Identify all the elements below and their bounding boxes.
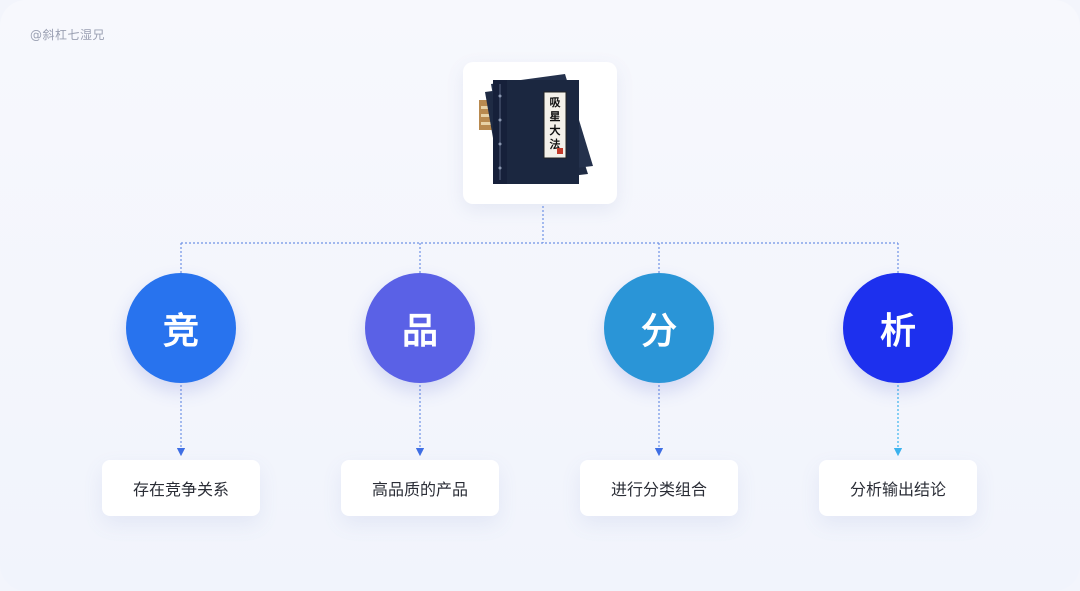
book-title-char: 法 — [550, 137, 561, 151]
node-label-4: 分析输出结论 — [819, 460, 977, 516]
node-circle-3: 分 — [604, 273, 714, 383]
node-circle-4: 析 — [843, 273, 953, 383]
book-title-char: 星 — [550, 110, 561, 123]
node-label-3: 进行分类组合 — [580, 460, 738, 516]
book-title-char: 吸 — [550, 96, 562, 109]
node-circle-2: 品 — [365, 273, 475, 383]
node-label-2: 高品质的产品 — [341, 460, 499, 516]
node-label-1: 存在竞争关系 — [102, 460, 260, 516]
node-circle-1: 竞 — [126, 273, 236, 383]
book-image-card: 吸星大法 — [463, 62, 617, 204]
watermark: @斜杠七湿兄 — [30, 28, 106, 42]
book-title-char: 大 — [550, 123, 561, 137]
